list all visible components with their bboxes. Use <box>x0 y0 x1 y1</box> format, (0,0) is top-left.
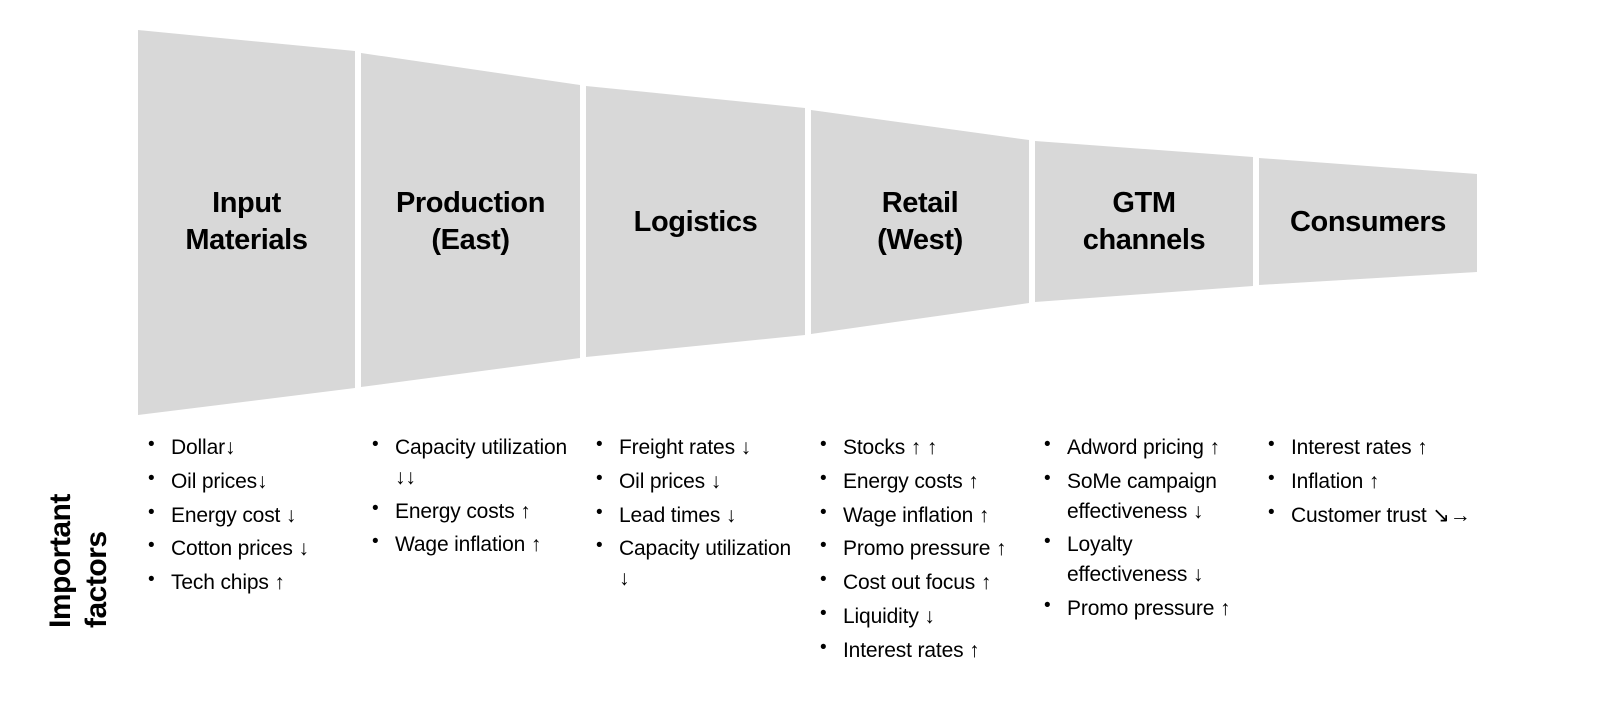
list-item: Promo pressure ↑ <box>818 533 1033 564</box>
list-item: SoMe campaign effectiveness ↓ <box>1042 466 1242 527</box>
list-item: Interest rates ↑ <box>1266 432 1496 463</box>
factor-list-input-materials: Dollar↓ Oil prices↓ Energy cost ↓ Cotton… <box>146 432 361 602</box>
list-item: Tech chips ↑ <box>146 567 361 598</box>
important-factors-label: Important factors <box>44 494 113 628</box>
list-item: Promo pressure ↑ <box>1042 593 1242 624</box>
factor-items: Freight rates ↓ Oil prices ↓ Lead times … <box>594 432 794 594</box>
list-item: Capacity utilization ↓ <box>594 533 794 594</box>
funnel-segment-consumers[interactable] <box>1259 158 1477 285</box>
factor-list-consumers: Interest rates ↑ Inflation ↑ Customer tr… <box>1266 432 1496 534</box>
factor-items: Stocks ↑ ↑ Energy costs ↑ Wage inflation… <box>818 432 1033 666</box>
list-item: Loyalty effectiveness ↓ <box>1042 529 1242 590</box>
list-item: Interest rates ↑ <box>818 635 1033 666</box>
list-item: Oil prices↓ <box>146 466 361 497</box>
funnel-segment-gtm-channels[interactable] <box>1035 141 1253 302</box>
funnel-label-gtm-channels: GTM channels <box>1082 187 1206 257</box>
list-item: Customer trust ↘→ <box>1266 500 1496 531</box>
list-item: Dollar↓ <box>146 432 361 463</box>
factor-list-retail-west: Stocks ↑ ↑ Energy costs ↑ Wage inflation… <box>818 432 1033 670</box>
factor-items: Capacity utilization ↓↓ Energy costs ↑ W… <box>370 432 570 560</box>
list-item: Stocks ↑ ↑ <box>818 432 1033 463</box>
list-item: Energy costs ↑ <box>818 466 1033 497</box>
factor-items: Adword pricing ↑ SoMe campaign effective… <box>1042 432 1242 624</box>
list-item: Liquidity ↓ <box>818 601 1033 632</box>
funnel-segment-production-east[interactable] <box>361 53 580 387</box>
list-item: Oil prices ↓ <box>594 466 794 497</box>
factor-list-gtm-channels: Adword pricing ↑ SoMe campaign effective… <box>1042 432 1242 628</box>
funnel-segment-input-materials[interactable] <box>138 30 355 415</box>
list-item: Energy costs ↑ <box>370 496 570 527</box>
funnel-label-production-east: Production (East) <box>395 187 546 257</box>
factor-list-logistics: Freight rates ↓ Oil prices ↓ Lead times … <box>594 432 794 598</box>
list-item: Capacity utilization ↓↓ <box>370 432 570 493</box>
list-item: Cost out focus ↑ <box>818 567 1033 598</box>
list-item: Adword pricing ↑ <box>1042 432 1242 463</box>
factor-list-production-east: Capacity utilization ↓↓ Energy costs ↑ W… <box>370 432 570 564</box>
list-item: Freight rates ↓ <box>594 432 794 463</box>
list-item: Lead times ↓ <box>594 500 794 531</box>
funnel-label-input-materials: Input Materials <box>185 187 308 257</box>
funnel-segment-retail-west[interactable] <box>811 110 1029 334</box>
factor-items: Dollar↓ Oil prices↓ Energy cost ↓ Cotton… <box>146 432 361 598</box>
list-item: Wage inflation ↑ <box>370 529 570 560</box>
list-item: Energy cost ↓ <box>146 500 361 531</box>
funnel-label-consumers: Consumers <box>1290 206 1446 238</box>
funnel-shapes <box>138 30 1477 415</box>
funnel-label-retail-west: Retail (West) <box>877 187 963 257</box>
list-item: Inflation ↑ <box>1266 466 1496 497</box>
funnel-segment-logistics[interactable] <box>586 86 805 357</box>
list-item: Wage inflation ↑ <box>818 500 1033 531</box>
funnel-label-logistics: Logistics <box>633 206 758 238</box>
factor-items: Interest rates ↑ Inflation ↑ Customer tr… <box>1266 432 1496 531</box>
list-item: Cotton prices ↓ <box>146 533 361 564</box>
